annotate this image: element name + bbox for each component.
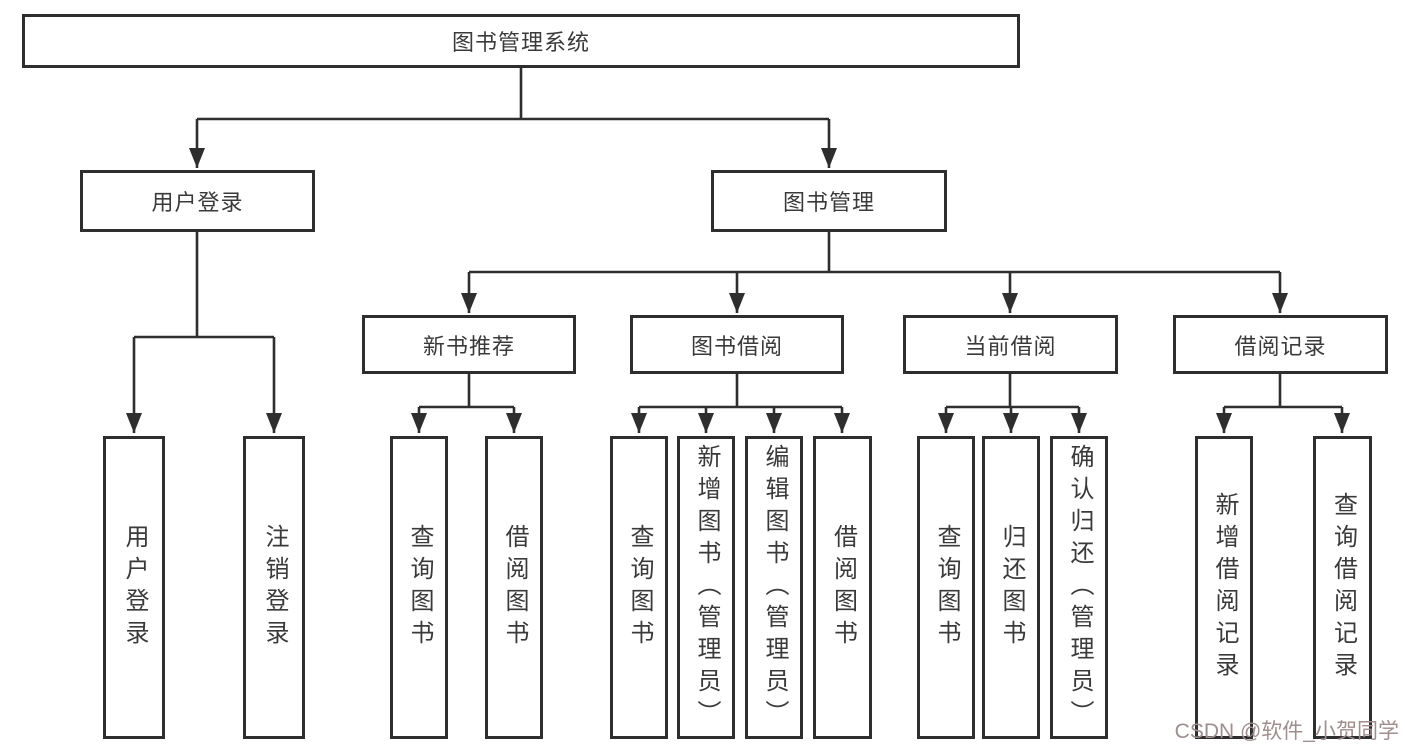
leaf-query-books-1: 查询图书 bbox=[390, 436, 448, 739]
leaf-borrow-books-1-label: 借阅图书 bbox=[501, 523, 528, 652]
connector-book-mgmt-stem bbox=[469, 232, 1280, 274]
leaf-user-login-label: 用户登录 bbox=[121, 523, 148, 652]
connector-root-stem bbox=[197, 68, 829, 121]
leaf-borrow-books-2: 借阅图书 bbox=[813, 436, 872, 739]
leaf-borrow-books-1: 借阅图书 bbox=[485, 436, 543, 739]
leaf-logout: 注销登录 bbox=[243, 436, 305, 739]
leaf-add-books-admin: 新增图书（管理员） bbox=[677, 436, 735, 739]
leaf-confirm-return-admin: 确认归还（管理员） bbox=[1050, 436, 1108, 739]
leaf-return-books-label: 归还图书 bbox=[998, 523, 1025, 652]
node-root-system: 图书管理系统 bbox=[22, 14, 1020, 68]
connector-records-stem bbox=[1224, 374, 1342, 409]
connector-current-stem bbox=[946, 374, 1079, 409]
leaf-confirm-return-admin-label: 确认归还（管理员） bbox=[1066, 443, 1093, 732]
node-borrow-records-label: 借阅记录 bbox=[1234, 333, 1327, 359]
leaf-logout-label: 注销登录 bbox=[261, 523, 288, 652]
leaf-query-borrow-record: 查询借阅记录 bbox=[1313, 436, 1372, 739]
connector-new-books-stem bbox=[419, 374, 514, 409]
leaf-query-books-3-label: 查询图书 bbox=[933, 523, 960, 652]
leaf-query-books-3: 查询图书 bbox=[917, 436, 975, 739]
node-book-borrow: 图书借阅 bbox=[630, 315, 844, 374]
node-new-book-recommend: 新书推荐 bbox=[362, 315, 576, 374]
connector-user-login-stem bbox=[134, 232, 274, 339]
leaf-add-borrow-record: 新增借阅记录 bbox=[1195, 436, 1253, 739]
leaf-add-borrow-record-label: 新增借阅记录 bbox=[1211, 491, 1238, 684]
leaf-query-books-1-label: 查询图书 bbox=[406, 523, 433, 652]
node-book-borrow-label: 图书借阅 bbox=[690, 333, 783, 359]
leaf-edit-books-admin: 编辑图书（管理员） bbox=[745, 436, 803, 739]
node-book-management: 图书管理 bbox=[711, 170, 947, 232]
node-current-borrow-label: 当前借阅 bbox=[964, 333, 1057, 359]
leaf-query-borrow-record-label: 查询借阅记录 bbox=[1329, 491, 1357, 684]
node-borrow-records: 借阅记录 bbox=[1173, 315, 1388, 374]
node-user-login: 用户登录 bbox=[80, 170, 315, 232]
csdn-watermark: CSDN @软件_小贺同学 bbox=[1174, 720, 1399, 743]
connector-borrow-stem bbox=[639, 374, 842, 409]
node-current-borrow: 当前借阅 bbox=[903, 315, 1118, 374]
leaf-user-login: 用户登录 bbox=[103, 436, 165, 739]
node-user-login-label: 用户登录 bbox=[151, 190, 244, 215]
node-book-management-label: 图书管理 bbox=[782, 190, 875, 215]
leaf-query-books-2: 查询图书 bbox=[610, 436, 668, 739]
leaf-edit-books-admin-label: 编辑图书（管理员） bbox=[761, 443, 788, 732]
leaf-add-books-admin-label: 新增图书（管理员） bbox=[693, 443, 720, 732]
node-new-book-recommend-label: 新书推荐 bbox=[422, 333, 515, 359]
leaf-query-books-2-label: 查询图书 bbox=[626, 523, 653, 652]
node-root-label: 图书管理系统 bbox=[451, 30, 590, 55]
leaf-borrow-books-2-label: 借阅图书 bbox=[829, 523, 857, 652]
leaf-return-books: 归还图书 bbox=[982, 436, 1040, 739]
